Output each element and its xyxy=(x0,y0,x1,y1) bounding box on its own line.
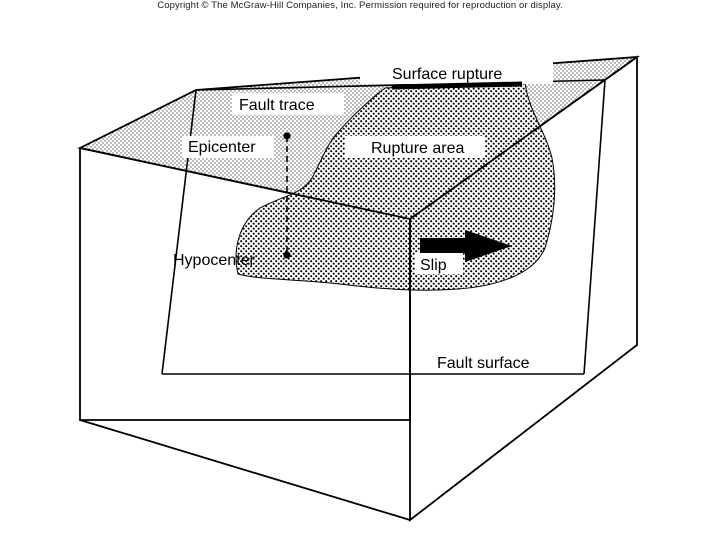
surface-rupture-segment xyxy=(391,81,523,90)
fault-plane-right-edge xyxy=(583,79,606,375)
slip-arrow xyxy=(420,230,512,262)
hypocenter-label: Hypocenter xyxy=(173,252,255,269)
fault-trace-label-bg xyxy=(232,93,344,115)
epicenter-label: Epicenter xyxy=(188,139,256,156)
slip-label: Slip xyxy=(420,257,447,274)
block-bottom-edge xyxy=(79,419,411,521)
slip-label-bg xyxy=(415,252,463,274)
epicenter-label-bg xyxy=(182,136,274,158)
hypocenter-dot xyxy=(283,251,291,259)
fault-surface-label: Fault surface xyxy=(437,355,530,372)
surface-rupture-label-bg xyxy=(360,62,553,84)
fault-trace-label: Fault trace xyxy=(239,97,315,114)
epicenter-dot xyxy=(283,132,291,140)
block-front-right-face xyxy=(409,55,638,522)
surface-rupture-label: Surface rupture xyxy=(392,66,502,83)
copyright-notice: Copyright © The McGraw-Hill Companies, I… xyxy=(157,0,563,11)
rupture-area-label-bg xyxy=(345,136,485,158)
rupture-area-label: Rupture area xyxy=(371,140,464,157)
